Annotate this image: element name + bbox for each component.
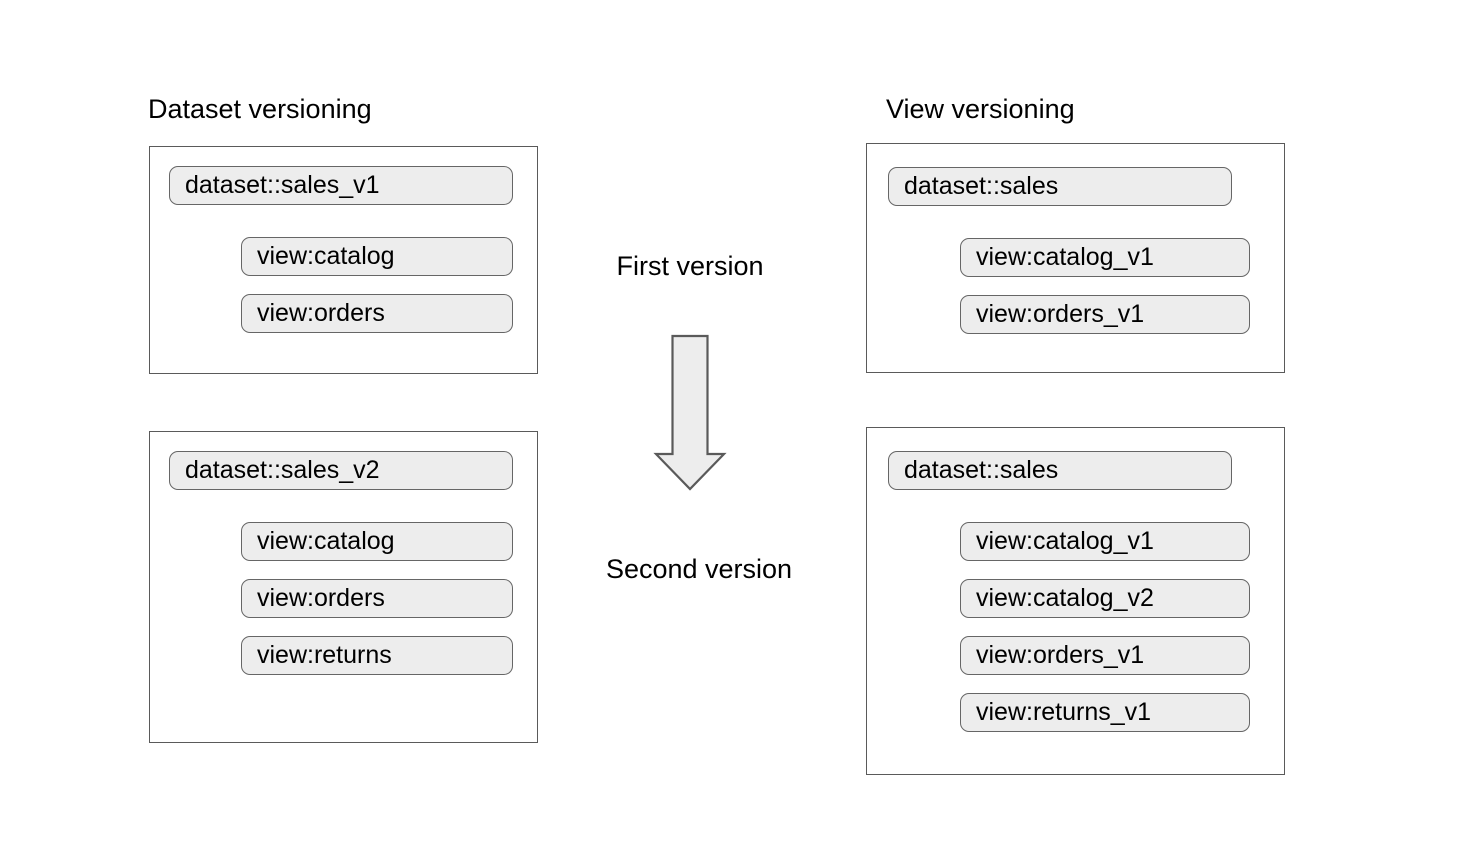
page-title-dataset-versioning: Dataset versioning [148, 94, 372, 124]
view-pill[interactable]: view:catalog [241, 237, 513, 276]
down-arrow-icon [650, 334, 736, 494]
group-box-view-versioning-v1: dataset::sales view:catalog_v1 view:orde… [866, 143, 1285, 373]
group-box-dataset-versioning-v2: dataset::sales_v2 view:catalog view:orde… [149, 431, 538, 743]
view-pill[interactable]: view:catalog_v1 [960, 238, 1250, 277]
page-title-view-versioning: View versioning [886, 94, 1075, 124]
view-pill[interactable]: view:catalog_v1 [960, 522, 1250, 561]
dataset-pill[interactable]: dataset::sales [888, 167, 1232, 206]
group-box-view-versioning-v2: dataset::sales view:catalog_v1 view:cata… [866, 427, 1285, 775]
view-pill[interactable]: view:returns_v1 [960, 693, 1250, 732]
view-pill[interactable]: view:returns [241, 636, 513, 675]
view-pill[interactable]: view:orders_v1 [960, 636, 1250, 675]
view-pill[interactable]: view:catalog_v2 [960, 579, 1250, 618]
center-label-second-version: Second version [605, 554, 793, 584]
center-label-first-version: First version [616, 251, 764, 281]
group-box-dataset-versioning-v1: dataset::sales_v1 view:catalog view:orde… [149, 146, 538, 374]
dataset-pill[interactable]: dataset::sales [888, 451, 1232, 490]
dataset-pill[interactable]: dataset::sales_v2 [169, 451, 513, 490]
view-pill[interactable]: view:orders_v1 [960, 295, 1250, 334]
view-pill[interactable]: view:orders [241, 294, 513, 333]
view-pill[interactable]: view:catalog [241, 522, 513, 561]
dataset-pill[interactable]: dataset::sales_v1 [169, 166, 513, 205]
view-pill[interactable]: view:orders [241, 579, 513, 618]
